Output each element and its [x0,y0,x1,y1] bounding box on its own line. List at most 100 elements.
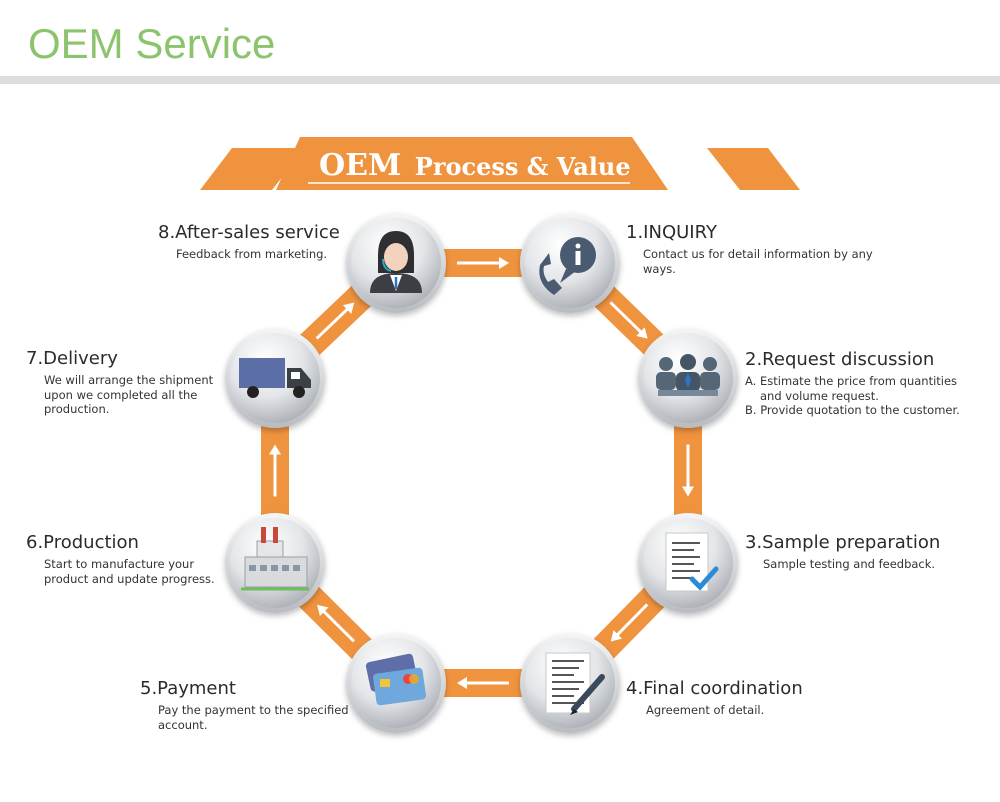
step-3-title: 3.Sample preparation [745,532,941,553]
leader-head [680,354,696,370]
step-5-desc: Pay the payment to the specified account… [158,703,358,732]
factory-body [244,556,308,588]
arrow-shaft [320,607,356,643]
leader-tie [685,373,691,388]
factory-upper [256,540,284,558]
step-6-desc-line-1: Start to manufacture your [44,557,195,571]
step-1-sphere [520,213,620,313]
chimney-2 [273,527,278,543]
person-head [659,357,673,371]
step-2-desc-line-2: and volume request. [760,388,879,403]
arrow-shaft [315,305,352,340]
factory-icon [241,527,309,591]
document-pen-icon [545,652,605,715]
person-body [700,372,720,390]
info-dot [575,243,581,249]
step-2-desc-line-3: B. Provide quotation to the customer. [745,403,960,417]
step-3-sphere [638,513,738,613]
wheel-front [293,386,305,398]
banner-left-wing [200,148,305,190]
checkmark [689,566,719,591]
step-6-desc-line-2: product and update progress. [44,571,215,586]
step-6-title: 6.Production [26,532,139,553]
step-7-sphere [225,328,325,428]
phone-shape [539,253,562,295]
title-banner: OEM Process & Value [200,137,800,190]
title-divider [0,76,1000,84]
credit-card-icon [365,653,426,706]
step-5-title: 5.Payment [140,678,236,699]
meeting-icon [656,354,720,396]
phone-info-icon [539,237,596,295]
wheel-rear [247,386,259,398]
banner-title-rest: Process & Value [415,152,631,181]
pen-shape [571,674,605,712]
step-6-sphere [225,513,325,613]
face-shape [384,243,408,271]
step-5-desc-line-1: Pay the payment to the specified [158,703,349,717]
truck-icon [239,358,311,398]
step-2-desc-line-1: A. Estimate the price from quantities [745,374,958,388]
step-7-desc-line-1: We will arrange the shipment [44,373,214,387]
page-title: OEM Service [28,20,276,67]
arrow-head [457,677,467,689]
arrow-shaft [609,301,645,336]
person-head [703,357,717,371]
step-8-desc-line-1: Feedback from marketing. [176,247,328,261]
step-2-sphere [638,328,738,428]
arrow-head [499,257,509,269]
window [260,565,267,571]
step-7-desc-line-3: production. [44,402,110,416]
step-3-desc: Sample testing and feedback. [763,557,983,572]
step-8-desc: Feedback from marketing. [176,247,366,262]
banner-right-wing [707,148,800,190]
headset-mic [382,258,392,272]
step-5-desc-line-2: account. [158,717,208,732]
step-1-desc: Contact us for detail information by any… [643,247,883,276]
banner-title: OEM Process & Value [319,148,631,183]
connectors [261,249,702,697]
step-8-sphere [346,213,446,313]
step-2-desc: A. Estimate the price from quantities an… [745,374,995,418]
window [293,565,300,571]
window [282,565,289,571]
arrow-head [610,630,623,642]
step-4-sphere [520,633,620,733]
support-agent-icon [370,231,422,293]
step-7-title: 7.Delivery [26,348,118,369]
bubble-tail [560,269,576,283]
banner-center [276,137,668,190]
table-shape [658,390,718,396]
arrow-head [682,486,694,497]
cab-window [291,372,300,379]
arrow-shaft [613,603,649,639]
step-spheres [225,213,738,733]
step-8-title: 8.After-sales service [158,222,340,243]
step-1-title: 1.INQUIRY [626,222,717,243]
arrow-head [636,327,648,339]
document-check-icon [665,532,719,592]
step-6-desc: Start to manufacture your product and up… [44,557,234,586]
step-5-sphere [346,633,446,733]
step-4-title: 4.Final coordination [626,678,803,699]
step-4-desc: Agreement of detail. [646,703,866,718]
step-7-desc-line-2: upon we completed all the [44,387,198,402]
chip [380,679,390,687]
info-bar [575,251,581,265]
person-body [656,372,676,390]
window [271,565,278,571]
chimney-1 [261,527,266,543]
arrow-head [269,444,281,455]
arrow-head [317,604,329,616]
step-1-desc-line-2: ways. [643,261,676,276]
step-4-desc-line-1: Agreement of detail. [646,703,765,717]
step-2-title: 2.Request discussion [745,349,935,370]
step-7-desc: We will arrange the shipment upon we com… [44,373,234,417]
banner-title-big: OEM [319,148,401,183]
arrow-head [342,302,355,314]
step-3-desc-line-1: Sample testing and feedback. [763,557,936,571]
cargo-box [239,358,285,388]
pen-tip [570,709,578,715]
step-1-desc-line-1: Contact us for detail information by any [643,247,873,261]
